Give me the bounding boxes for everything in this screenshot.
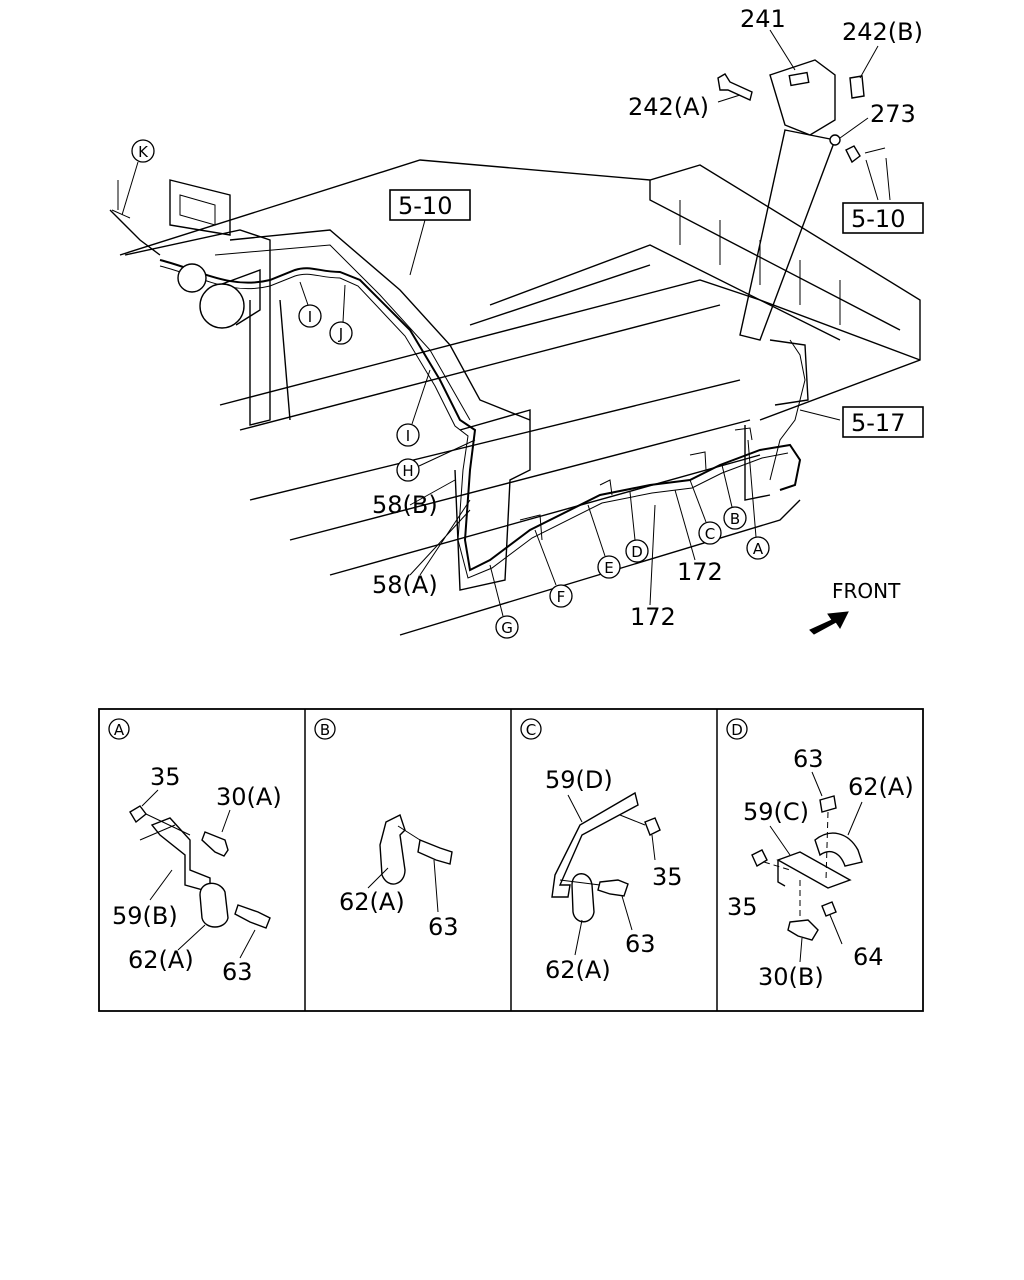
svg-text:A: A	[753, 540, 764, 558]
ref-5-10-top-label: 5-10	[851, 205, 905, 233]
detail-D-64: 64	[853, 943, 884, 971]
svg-text:I: I	[308, 308, 312, 326]
circle-C: C	[689, 479, 722, 545]
callout-172-a: 172	[677, 558, 723, 586]
circle-G: G	[489, 564, 519, 639]
pipe-routing	[109, 129, 836, 579]
ref-box-5-10-top: 5-10	[842, 202, 924, 234]
detail-C-63: 63	[625, 930, 656, 958]
detail-D-59c: 59(C)	[743, 798, 809, 826]
circle-I-lower: I	[396, 369, 431, 447]
detail-D-tag: D	[731, 721, 743, 739]
circle-K: K	[121, 139, 155, 216]
ref-box-5-10: 5-10	[389, 189, 471, 221]
detail-A-35: 35	[150, 763, 181, 791]
svg-text:F: F	[557, 588, 566, 606]
callout-172-b: 172	[630, 603, 676, 631]
detail-B-tag: B	[320, 721, 330, 739]
svg-text:B: B	[730, 510, 740, 528]
svg-text:I: I	[406, 427, 410, 445]
circle-J: J	[329, 284, 353, 345]
detail-C-35: 35	[652, 863, 683, 891]
svg-text:G: G	[501, 619, 513, 637]
detail-D-62a: 62(A)	[848, 773, 914, 801]
svg-text:E: E	[604, 559, 613, 577]
leader-lines	[409, 29, 891, 606]
detail-C-tag: C	[526, 721, 536, 739]
callout-242a: 242(A)	[628, 93, 709, 121]
detail-D-35: 35	[727, 893, 758, 921]
circle-B: B	[721, 464, 747, 530]
callout-241: 241	[740, 5, 786, 33]
ref-5-17-label: 5-17	[851, 409, 905, 437]
circle-H: H	[396, 439, 476, 482]
circle-F: F	[534, 529, 573, 608]
svg-text:K: K	[138, 143, 149, 161]
detail-B-63: 63	[428, 913, 459, 941]
detail-A-63: 63	[222, 958, 253, 986]
callout-58a: 58(A)	[372, 571, 438, 599]
detail-D-63: 63	[793, 745, 824, 773]
detail-A-30a: 30(A)	[216, 783, 282, 811]
detail-D-30b: 30(B)	[758, 963, 824, 991]
front-label: FRONT	[832, 579, 901, 603]
detail-A-62a: 62(A)	[128, 946, 194, 974]
callout-58b: 58(B)	[372, 491, 438, 519]
svg-text:C: C	[705, 525, 715, 543]
callout-273: 273	[870, 100, 916, 128]
detail-B-62a: 62(A)	[339, 888, 405, 916]
bracket-241	[717, 59, 886, 164]
ref-5-10-label: 5-10	[398, 192, 452, 220]
svg-text:D: D	[631, 543, 643, 561]
ref-box-5-17: 5-17	[842, 406, 924, 438]
detail-A-59b: 59(B)	[112, 902, 178, 930]
svg-text:H: H	[402, 462, 413, 480]
detail-C: C 59(D) 35 63 62(A)	[520, 718, 683, 984]
circle-A: A	[746, 439, 770, 560]
callout-242b: 242(B)	[842, 18, 923, 46]
detail-B: B 62(A) 63	[314, 718, 459, 941]
svg-text:J: J	[338, 325, 343, 343]
detail-A-tag: A	[114, 721, 125, 739]
detail-A: A 35 30(A) 59(B) 62(A) 63	[108, 718, 282, 986]
chassis-frame	[119, 159, 921, 636]
detail-panels	[98, 708, 924, 1012]
detail-D: D 63 62(A) 59(C) 35 64 30(B)	[726, 718, 914, 991]
circle-I-upper: I	[298, 281, 322, 328]
detail-C-62a: 62(A)	[545, 956, 611, 984]
front-arrow-icon	[809, 611, 849, 635]
circle-D: D	[625, 491, 649, 563]
detail-C-59d: 59(D)	[545, 766, 613, 794]
circle-E: E	[587, 504, 621, 579]
